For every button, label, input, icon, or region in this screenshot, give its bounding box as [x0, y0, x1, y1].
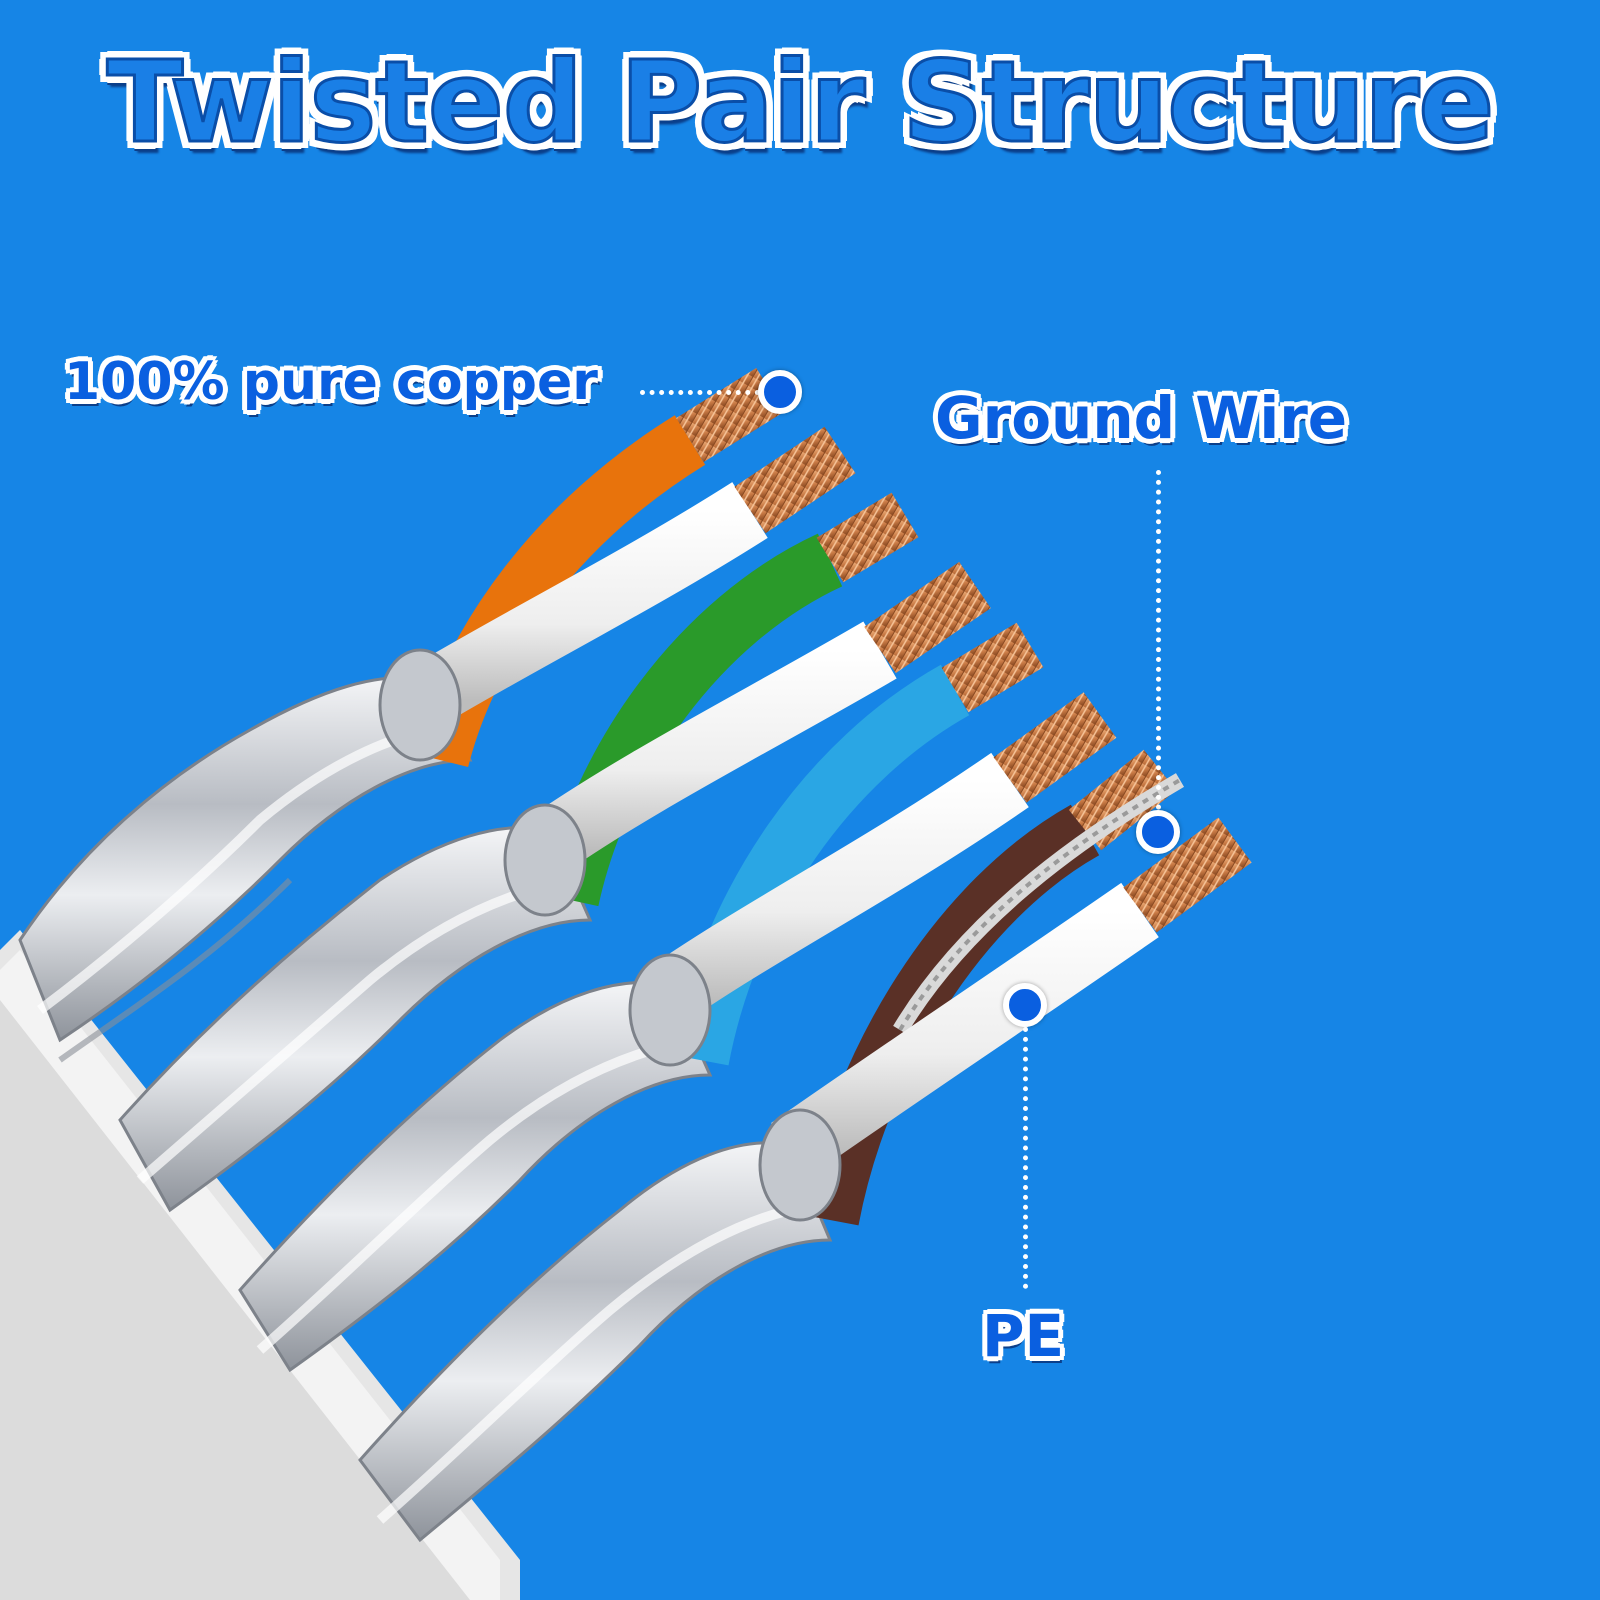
wire-white-1	[403, 426, 856, 729]
ground-leader-line	[1156, 470, 1161, 810]
foil-caps	[378, 648, 842, 1222]
pe-callout-label: PE	[982, 1302, 1065, 1370]
foil-shield-pair-3	[238, 981, 713, 1373]
copper-marker-dot	[758, 370, 802, 414]
copper-callout-label: 100% pure copper	[64, 352, 598, 412]
wire-white-2	[521, 561, 991, 878]
ground-drain-wire	[893, 773, 1185, 1035]
ground-marker-dot	[1136, 810, 1180, 854]
pe-marker-dot	[1003, 983, 1047, 1027]
pe-leader-line	[1023, 1027, 1028, 1289]
ground-wire-callout-label: Ground Wire	[935, 384, 1348, 452]
wire-white-3	[641, 692, 1117, 1028]
foil-shield-pair-2	[118, 826, 593, 1213]
wire-white-4	[771, 817, 1252, 1178]
foil-shield-pair-4	[358, 1141, 833, 1543]
copper-leader-line	[640, 390, 760, 395]
page-title: Twisted Pair Structure	[105, 37, 1496, 170]
